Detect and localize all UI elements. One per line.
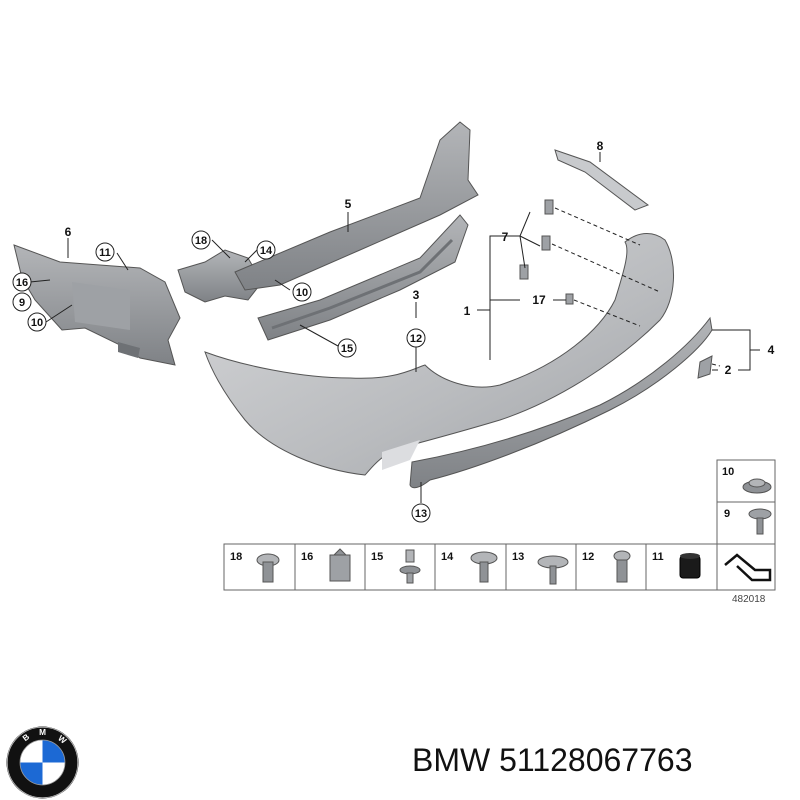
svg-text:18: 18 (195, 235, 207, 247)
svg-text:12: 12 (582, 551, 594, 563)
callout-16: 16 (12, 272, 32, 292)
clip-7-upper (544, 199, 554, 215)
clip-17 (565, 293, 574, 305)
fastener-cell-15: 15 (371, 549, 421, 584)
svg-text:12: 12 (410, 333, 422, 345)
fastener-table: 10 9 18 16 15 14 (223, 459, 776, 591)
label-5: 5 (345, 197, 352, 211)
fastener-cell-16: 16 (301, 548, 351, 582)
svg-text:W: W (56, 734, 68, 746)
fastener-cell-18: 18 (230, 551, 280, 583)
svg-text:11: 11 (99, 247, 111, 259)
fastener-cell-10: 10 (722, 466, 772, 494)
lower-carrier-part (257, 214, 469, 341)
callout-10-center: 10 (292, 282, 312, 302)
svg-text:13: 13 (512, 551, 524, 563)
svg-text:M: M (39, 728, 46, 737)
callout-12: 12 (406, 328, 426, 348)
label-4: 4 (768, 343, 775, 357)
fastener-cell-14: 14 (441, 551, 498, 583)
leader-lines (29, 152, 760, 503)
left-bracket-part (13, 244, 181, 366)
callout-10-left: 10 (27, 312, 47, 332)
svg-text:14: 14 (441, 551, 454, 563)
svg-text:15: 15 (371, 551, 383, 563)
center-bracket-part (177, 249, 263, 303)
label-8: 8 (597, 139, 604, 153)
callout-11: 11 (95, 242, 115, 262)
callout-9: 9 (12, 292, 32, 312)
svg-text:B: B (21, 732, 31, 743)
callout-13: 13 (411, 503, 431, 523)
upper-carrier-part (234, 121, 479, 291)
svg-text:9: 9 (19, 297, 25, 309)
svg-text:10: 10 (722, 466, 734, 478)
label-17: 17 (532, 293, 546, 307)
fastener-cell-9: 9 (724, 508, 772, 535)
label-6: 6 (65, 225, 72, 239)
svg-text:13: 13 (415, 508, 427, 520)
clip-2 (697, 355, 713, 379)
bumper-trim-part (204, 233, 674, 476)
brand-name: BMW (412, 742, 491, 778)
callout-15: 15 (337, 338, 357, 358)
label-1: 1 (464, 304, 471, 318)
label-7: 7 (502, 230, 509, 244)
label-3: 3 (413, 288, 420, 302)
svg-text:18: 18 (230, 551, 242, 563)
svg-text:15: 15 (341, 343, 353, 355)
part-number: 51128067763 (499, 742, 693, 778)
svg-text:16: 16 (301, 551, 313, 563)
fastener-cell-13: 13 (512, 551, 569, 585)
lower-diffuser-part (409, 316, 713, 489)
callout-18: 18 (191, 230, 211, 250)
upper-strip-part (554, 149, 650, 211)
bmw-logo: B M W (6, 726, 79, 799)
clip-7-lower (519, 235, 551, 280)
svg-text:16: 16 (16, 277, 28, 289)
svg-text:9: 9 (724, 508, 730, 520)
svg-text:14: 14 (260, 245, 273, 257)
fastener-cell-12: 12 (582, 550, 631, 583)
fastener-cell-11: 11 (652, 551, 701, 579)
diagram-number: 482018 (732, 594, 766, 605)
fastener-cell-blank (724, 553, 772, 582)
callout-14: 14 (256, 240, 276, 260)
label-2: 2 (725, 363, 732, 377)
svg-text:10: 10 (31, 317, 43, 329)
part-caption: BMW 51128067763 (412, 742, 692, 779)
svg-text:10: 10 (296, 287, 308, 299)
svg-text:11: 11 (652, 551, 664, 563)
